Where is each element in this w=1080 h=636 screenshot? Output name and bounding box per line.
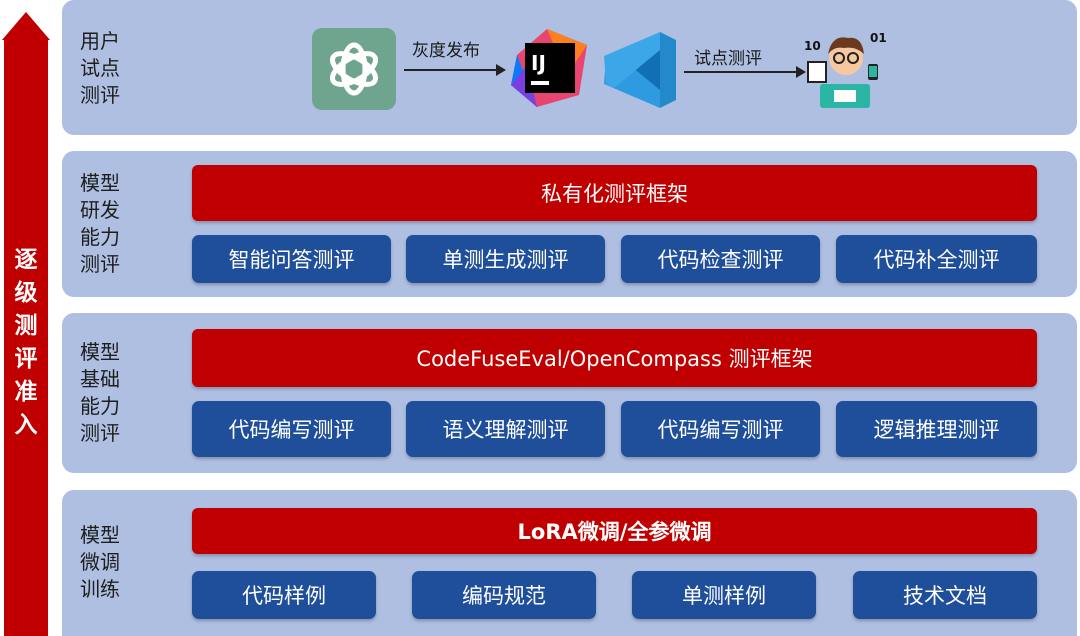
flow-arrow — [404, 64, 506, 76]
openai-icon — [312, 28, 396, 110]
arrow-char: 级 — [14, 280, 38, 306]
code-text-01: 01 — [870, 31, 887, 45]
layer-model-dev: 模型 研发 能力 测评 私有化测评框架 智能问答测评 单测生成测评 代码检查测评… — [62, 151, 1077, 297]
data-button[interactable]: 单测样例 — [632, 571, 816, 619]
eval-button[interactable]: 单测生成测评 — [406, 235, 605, 283]
data-button[interactable]: 编码规范 — [412, 571, 596, 619]
svg-text:IJ: IJ — [531, 51, 546, 75]
arrow-char: 入 — [14, 412, 38, 438]
eval-button[interactable]: 代码编写测评 — [621, 401, 820, 457]
framework-bar: 私有化测评框架 — [192, 165, 1037, 221]
eval-button[interactable]: 代码补全测评 — [836, 235, 1037, 283]
code-text-10: 10 — [804, 39, 821, 53]
title-line: 测评 — [80, 421, 120, 445]
layer-title: 模型 微调 训练 — [80, 522, 140, 603]
title-line: 训练 — [80, 577, 120, 601]
layer-user-trial: 用户 试点 测评 灰度发布 IJ 试点测评 — [62, 0, 1077, 135]
flow-label-gray-release: 灰度发布 — [412, 41, 480, 61]
title-line: 微调 — [80, 550, 120, 574]
eval-button[interactable]: 语义理解测评 — [406, 401, 605, 457]
layer-title: 模型 研发 能力 测评 — [80, 170, 140, 278]
eval-button[interactable]: 智能问答测评 — [192, 235, 391, 283]
title-line: 模型 — [80, 171, 120, 195]
title-line: 模型 — [80, 523, 120, 547]
vscode-icon — [604, 32, 676, 108]
framework-bar: CodeFuseEval/OpenCompass 测评框架 — [192, 329, 1037, 387]
progression-arrow — [2, 12, 50, 636]
arrow-char: 准 — [14, 379, 38, 405]
title-line: 能力 — [80, 225, 120, 249]
framework-bar: LoRA微调/全参微调 — [192, 508, 1037, 554]
title-line: 基础 — [80, 367, 120, 391]
intellij-icon: IJ — [511, 29, 587, 107]
flow-arrow — [684, 66, 806, 78]
data-button[interactable]: 代码样例 — [192, 571, 376, 619]
eval-button[interactable]: 逻辑推理测评 — [836, 401, 1037, 457]
title-line: 研发 — [80, 198, 120, 222]
arrow-char: 逐 — [14, 247, 38, 273]
eval-button[interactable]: 代码编写测评 — [192, 401, 391, 457]
data-button[interactable]: 技术文档 — [853, 571, 1037, 619]
eval-button[interactable]: 代码检查测评 — [621, 235, 820, 283]
title-line: 用户 — [80, 29, 120, 53]
layer-model-tune: 模型 微调 训练 LoRA微调/全参微调 代码样例 编码规范 单测样例 技术文档 — [62, 490, 1077, 636]
developer-icon: 10 01 — [804, 31, 887, 108]
layer-title: 模型 基础 能力 测评 — [80, 339, 140, 447]
title-line: 能力 — [80, 394, 120, 418]
title-line: 测评 — [80, 252, 120, 276]
title-line: 模型 — [80, 340, 120, 364]
layer-model-base: 模型 基础 能力 测评 CodeFuseEval/OpenCompass 测评框… — [62, 313, 1077, 473]
flow-label-trial-eval: 试点测评 — [694, 49, 762, 69]
title-line: 测评 — [80, 83, 120, 107]
layer-title: 用户 试点 测评 — [80, 28, 140, 109]
arrow-char: 测 — [14, 313, 38, 339]
arrow-char: 评 — [14, 346, 38, 372]
title-line: 试点 — [80, 56, 120, 80]
progression-label: 逐 级 测 评 准 入 — [6, 244, 46, 442]
